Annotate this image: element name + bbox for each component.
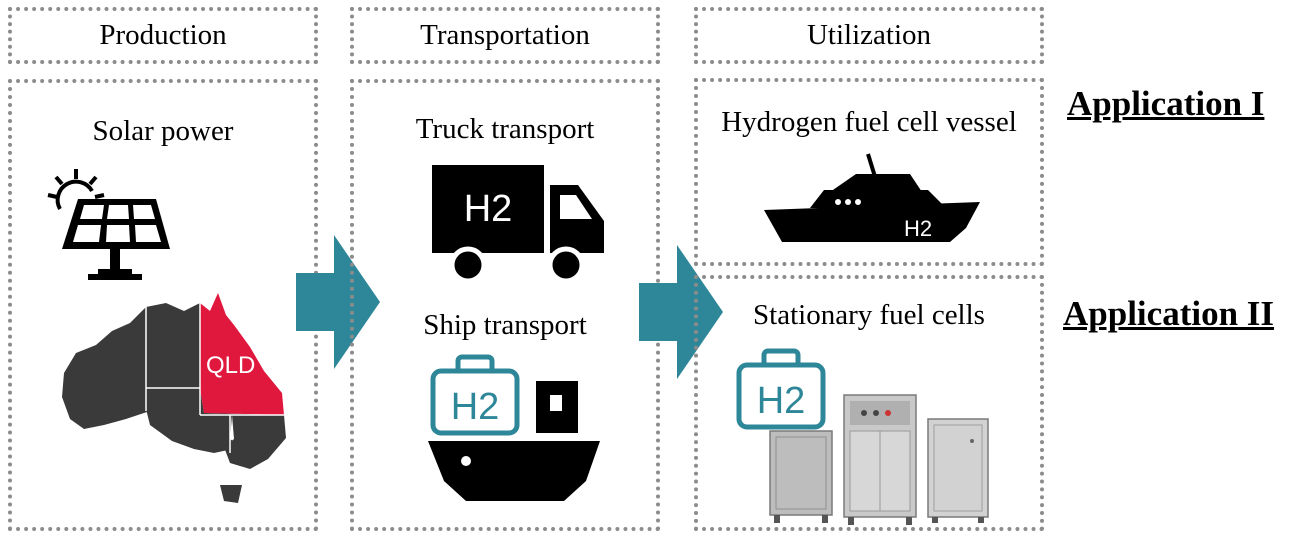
transportation-panel: Truck transport H2 Ship transport H2 (350, 79, 660, 531)
h2-container-icon: H2 (430, 354, 520, 436)
solar-panel-icon (47, 169, 170, 280)
vessel-icon: H2 (764, 153, 980, 242)
stationary-h2-badge: H2 (757, 380, 806, 422)
ship-transport-label: Ship transport (423, 309, 587, 341)
stationary-panel: Stationary fuel cells H2 (694, 275, 1044, 531)
ship-h2-badge: H2 (451, 386, 500, 428)
transportation-header-label: Transportation (420, 19, 590, 51)
h2-container-icon-2: H2 (736, 348, 826, 430)
application-1-label: Application I (1067, 84, 1265, 123)
utilization-header: Utilization (694, 7, 1044, 64)
flow-arrow-right-icon-2 (639, 245, 723, 379)
stationary-label: Stationary fuel cells (753, 299, 985, 331)
flow-arrow-right-icon (296, 235, 380, 369)
vessel-panel: Hydrogen fuel cell vessel H2 (694, 78, 1044, 266)
fuel-cell-cabinet-icon (769, 394, 989, 525)
production-header-label: Production (99, 19, 227, 51)
ship-icon (428, 381, 600, 501)
qld-label: QLD (206, 352, 255, 379)
vessel-label: Hydrogen fuel cell vessel (721, 106, 1017, 138)
utilization-header-label: Utilization (806, 19, 932, 51)
production-header: Production (8, 7, 318, 64)
australia-map-icon: QLD (62, 293, 286, 503)
production-panel: Solar power (8, 79, 318, 531)
transportation-header: Transportation (350, 7, 660, 64)
solar-power-label: Solar power (92, 115, 234, 147)
application-2-label: Application II (1063, 294, 1275, 333)
truck-icon: H2 (432, 165, 604, 284)
truck-transport-label: Truck transport (415, 113, 595, 145)
vessel-h2-badge: H2 (904, 216, 932, 241)
truck-h2-badge: H2 (464, 188, 513, 230)
